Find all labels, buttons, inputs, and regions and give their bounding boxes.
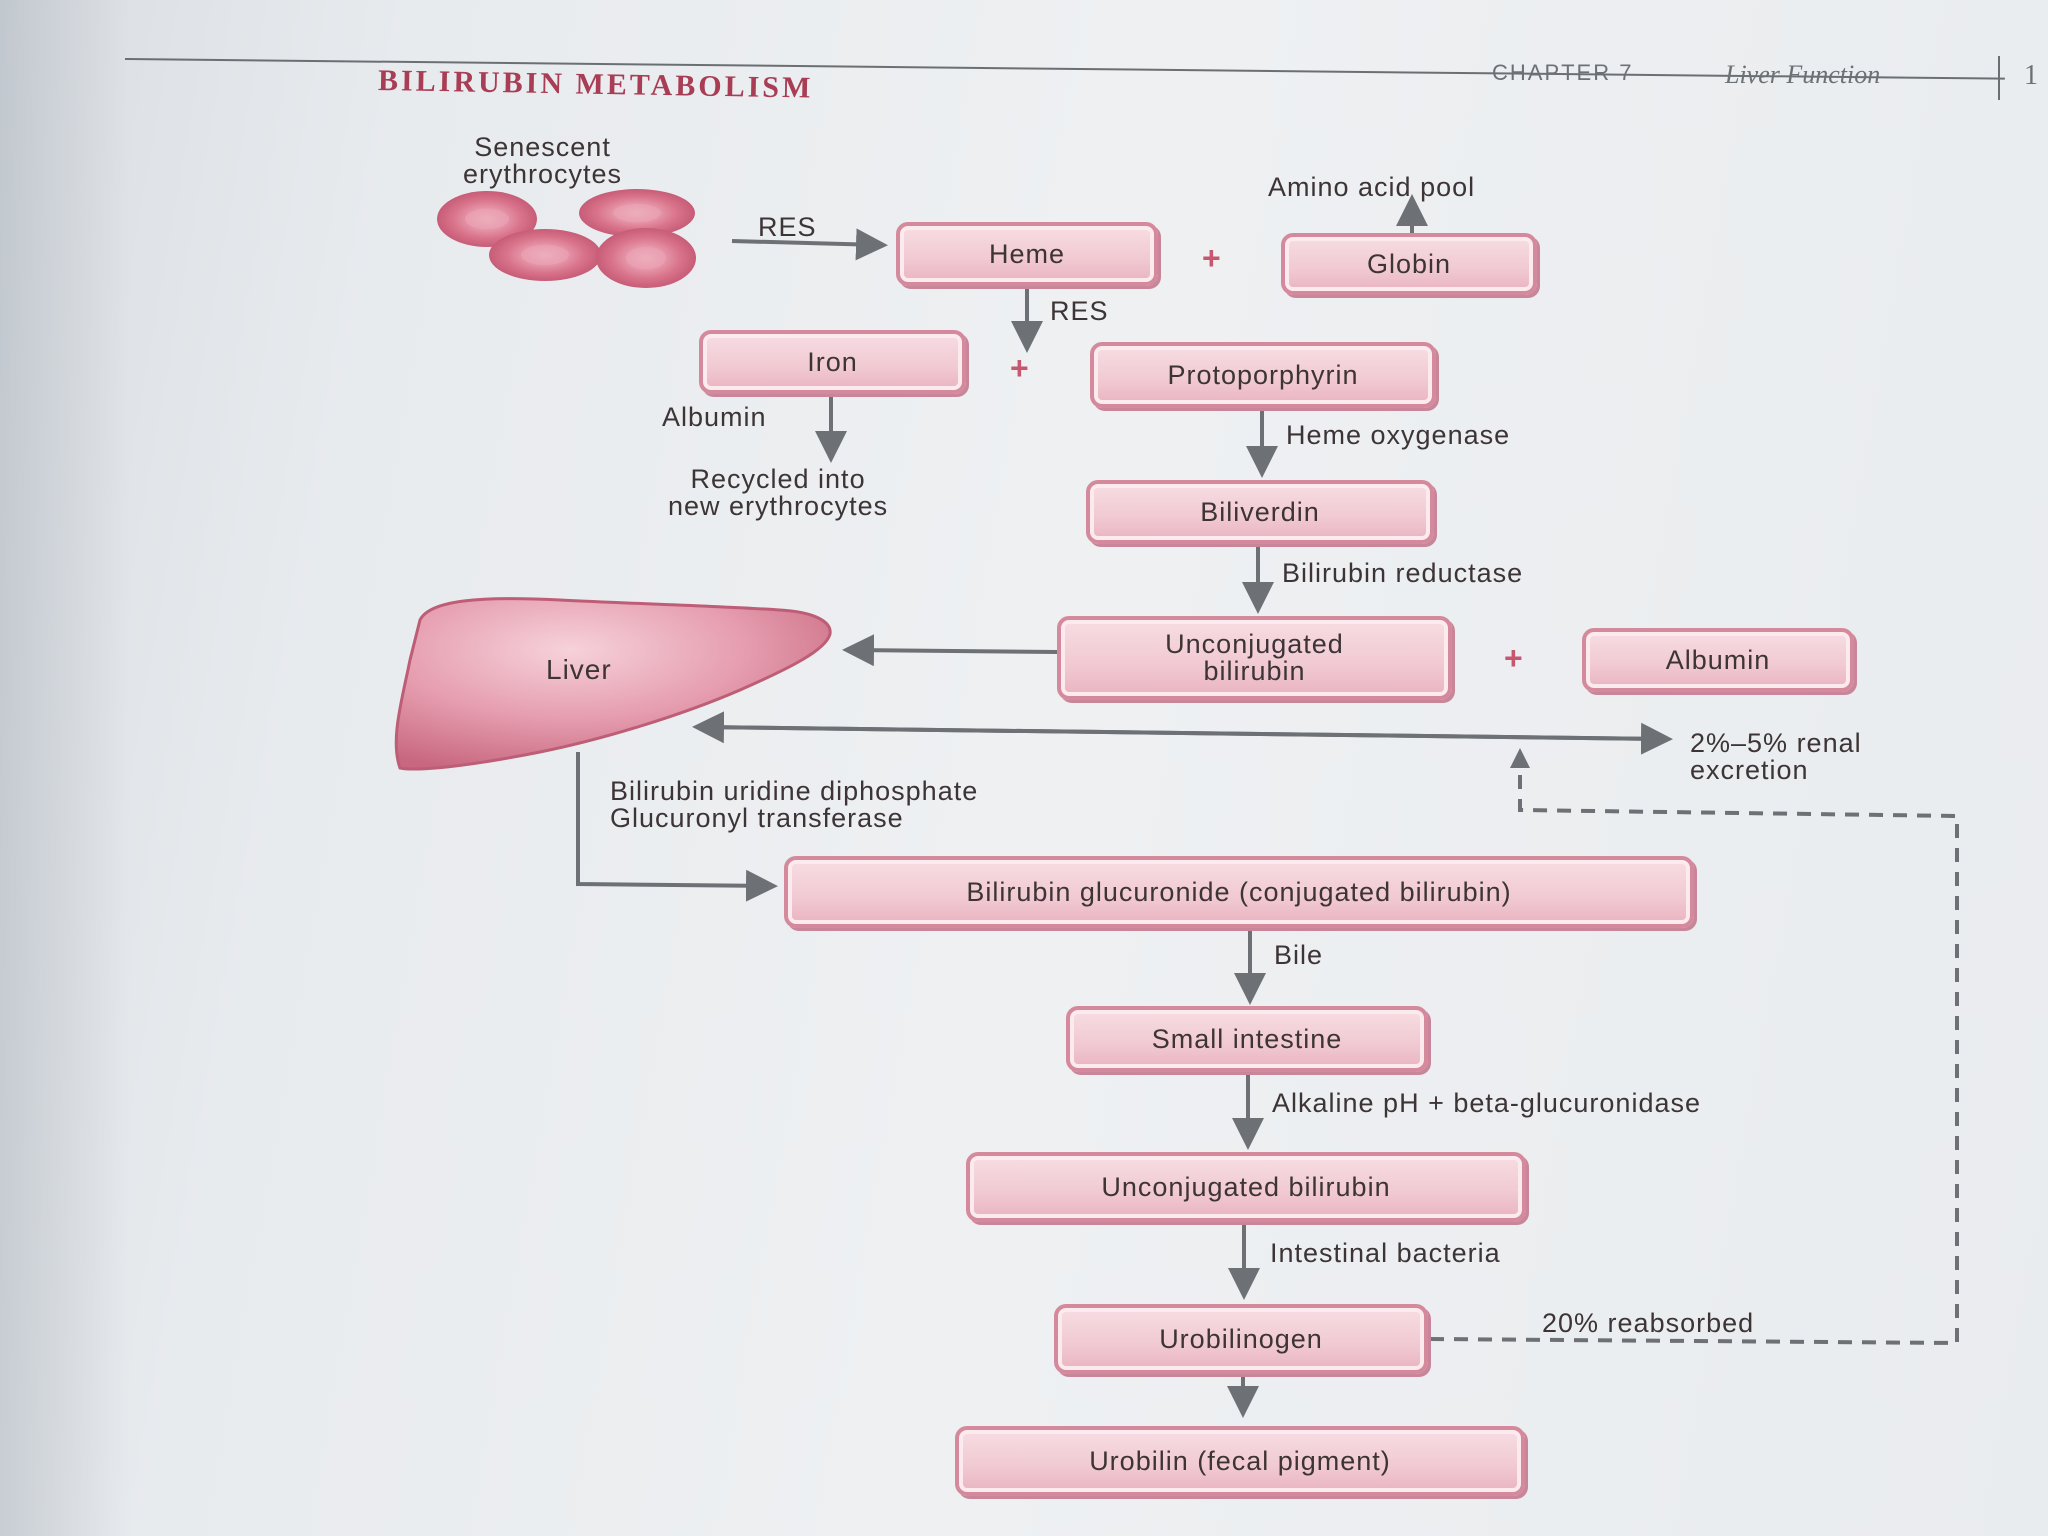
globin-box: Globin — [1281, 233, 1537, 295]
small-intestine-box: Small intestine — [1066, 1006, 1428, 1072]
reabsorption-arrowhead — [1510, 748, 1530, 768]
liver-illustration — [396, 599, 830, 769]
amino-acid-pool-label: Amino acid pool — [1268, 174, 1475, 201]
iron-box: Iron — [699, 330, 966, 394]
urobilin-box: Urobilin (fecal pigment) — [955, 1426, 1525, 1496]
reabsorption-path — [1430, 760, 1957, 1343]
bile-label: Bile — [1274, 942, 1323, 969]
erythrocytes-illustration — [437, 189, 696, 288]
albumin-box: Albumin — [1582, 628, 1854, 692]
intestinal-bacteria-label: Intestinal bacteria — [1270, 1240, 1501, 1267]
recycled-label: Recycled into new erythrocytes — [668, 466, 888, 520]
plus-sign-heme-globin: + — [1202, 240, 1221, 277]
biliverdin-box: Biliverdin — [1086, 480, 1434, 544]
plus-sign-bilirubin-albumin: + — [1504, 640, 1523, 677]
senescent-erythrocytes-label: Senescent erythrocytes — [463, 134, 622, 188]
heme-oxygenase-label: Heme oxygenase — [1286, 422, 1510, 449]
alkaline-label: Alkaline pH + beta-glucuronidase — [1272, 1090, 1701, 1117]
albumin-label: Albumin — [662, 404, 767, 431]
plus-sign-iron-protoporphyrin: + — [1010, 350, 1029, 387]
renal-excretion-label: 2%–5% renal excretion — [1690, 730, 1862, 784]
bilirubin-glucuronide-box: Bilirubin glucuronide (conjugated biliru… — [784, 856, 1694, 928]
reabsorbed-label: 20% reabsorbed — [1542, 1310, 1754, 1337]
unconjugated-bilirubin-box: Unconjugated bilirubin — [1057, 616, 1452, 700]
liver-label: Liver — [546, 654, 612, 686]
transferase-label: Bilirubin uridine diphosphate Glucuronyl… — [610, 778, 978, 832]
res-label-1: RES — [758, 214, 817, 241]
bilirubin-reductase-label: Bilirubin reductase — [1282, 560, 1523, 587]
protoporphyrin-box: Protoporphyrin — [1090, 342, 1436, 408]
unconjugated-bilirubin-box-2: Unconjugated bilirubin — [966, 1152, 1526, 1222]
urobilinogen-box: Urobilinogen — [1054, 1304, 1428, 1374]
res-label-2: RES — [1050, 298, 1109, 325]
heme-box: Heme — [896, 222, 1158, 286]
